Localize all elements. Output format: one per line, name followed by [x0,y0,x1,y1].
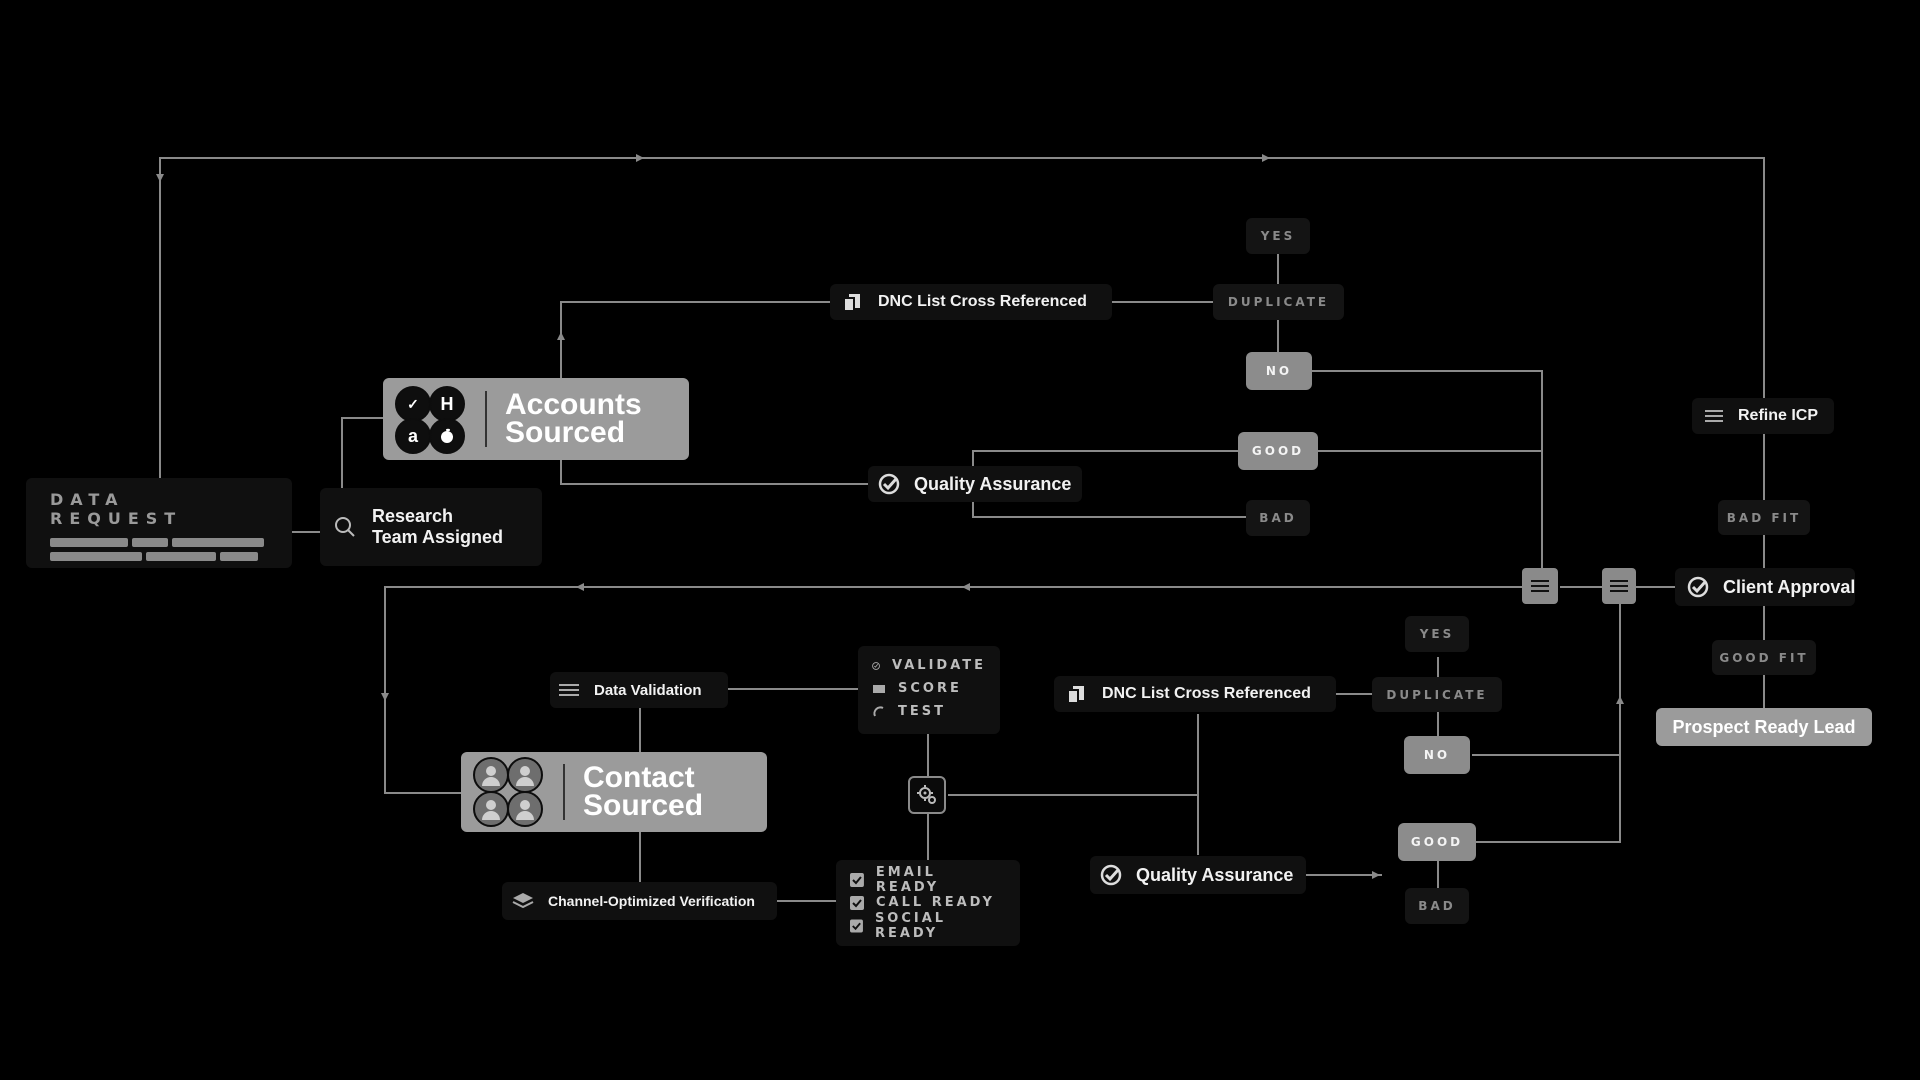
research-label-2: Team Assigned [372,527,504,547]
divider [563,764,565,820]
data-request-title: DATA REQUEST [50,490,183,528]
sliders-icon [1531,580,1549,592]
copy-icon [842,292,862,312]
validate-label: VALIDATE [892,658,986,673]
bottom-yes-tag: YES [1405,616,1469,652]
test-row: TEST [872,700,986,723]
check-circle-icon [1100,864,1122,886]
good-fit-tag: GOOD FIT [1712,640,1816,675]
score-label: SCORE [898,681,962,696]
contact-title: Contact Sourced [583,761,704,822]
client-approval-node[interactable]: Client Approval [1675,568,1855,606]
test-label: TEST [898,704,946,719]
contact-line-2: Sourced [583,789,704,822]
bottom-bad-tag: BAD [1405,888,1469,924]
checkbox-icon [850,872,864,887]
client-approval-label: Client Approval [1723,576,1856,597]
gear-node[interactable] [908,776,946,814]
accounts-title: Accounts Sourced [505,388,642,449]
contact-avatars [473,757,549,827]
top-dnc-label: DNC List Cross Referenced [878,293,1087,310]
contact-line-1: Contact [583,761,695,794]
top-qa-label: Quality Assurance [914,473,1072,494]
accounts-line-2: Sourced [505,416,626,449]
company-logos: ✓ H a [395,384,471,454]
call-ready-label: CALL READY [876,895,995,910]
merge-toggle-2[interactable] [1602,568,1636,604]
prospect-label: Prospect Ready Lead [1672,716,1856,737]
score-icon [873,684,885,693]
amazon-logo: a [395,418,431,454]
check-circle-icon [1687,576,1709,598]
top-duplicate-tag: DUPLICATE [1213,284,1344,320]
email-ready-row: EMAIL READY [850,865,1006,895]
avatar [507,757,543,793]
h-logo: H [429,386,465,422]
data-request-card[interactable]: DATA REQUEST [26,478,292,568]
avatar [473,757,509,793]
top-qa-node[interactable]: Quality Assurance [868,466,1082,502]
gear-icon [917,785,936,804]
check-circle-icon [878,473,900,495]
bottom-no-tag: NO [1404,736,1470,774]
channel-verification-node[interactable]: Channel-Optimized Verification [502,882,777,920]
refine-icp-node[interactable]: Refine ICP [1692,398,1834,434]
research-label-1: Research [372,506,454,526]
checkbox-icon [850,919,863,932]
accounts-sourced-card[interactable]: ✓ H a Accounts Sourced [383,378,689,460]
contact-sourced-card[interactable]: Contact Sourced [461,752,767,832]
bottom-good-tag: GOOD [1398,823,1476,861]
layers-icon [512,892,534,910]
refine-icp-label: Refine ICP [1738,407,1819,424]
checkbox-icon [850,895,864,910]
check-circle-icon [872,661,880,670]
accounts-line-1: Accounts [505,388,642,421]
top-no-tag: NO [1246,352,1312,390]
top-dnc-node[interactable]: DNC List Cross Referenced [830,284,1112,320]
bottom-duplicate-tag: DUPLICATE [1372,677,1502,712]
validate-row: VALIDATE [872,654,986,677]
copy-icon [1066,684,1086,704]
sliders-icon [1610,580,1628,592]
top-good-tag: GOOD [1238,432,1318,470]
bottom-qa-node[interactable]: Quality Assurance [1090,856,1306,894]
top-yes-tag: YES [1246,218,1310,254]
top-bad-tag: BAD [1246,500,1310,536]
avatar [507,791,543,827]
data-validation-node[interactable]: Data Validation [550,672,728,708]
score-row: SCORE [872,677,986,700]
divider [485,391,487,447]
data-validation-label: Data Validation [594,681,702,699]
bottom-qa-label: Quality Assurance [1136,864,1294,885]
sliders-icon [1704,408,1724,424]
channel-label: Channel-Optimized Verification [548,893,755,909]
ready-checklist: EMAIL READY CALL READY SOCIAL READY [836,860,1020,946]
merge-toggle-1[interactable] [1522,568,1558,604]
avatar [473,791,509,827]
apple-logo [429,418,465,454]
bottom-dnc-label: DNC List Cross Referenced [1102,685,1311,702]
call-ready-row: CALL READY [850,891,1006,914]
swoosh-logo: ✓ [395,386,431,422]
social-ready-row: SOCIAL READY [850,911,1006,941]
prospect-ready-lead[interactable]: Prospect Ready Lead [1656,708,1872,746]
email-ready-label: EMAIL READY [875,864,940,895]
refresh-icon [873,705,884,716]
validation-checks: VALIDATE SCORE TEST [858,646,1000,734]
search-icon [334,516,356,538]
bad-fit-tag: BAD FIT [1718,500,1810,535]
sliders-icon [558,682,580,698]
research-team-node[interactable]: Research Team Assigned [320,488,542,566]
bottom-dnc-node[interactable]: DNC List Cross Referenced [1054,676,1336,712]
placeholder-bars [50,538,270,561]
social-ready-label: SOCIAL READY [874,910,947,941]
